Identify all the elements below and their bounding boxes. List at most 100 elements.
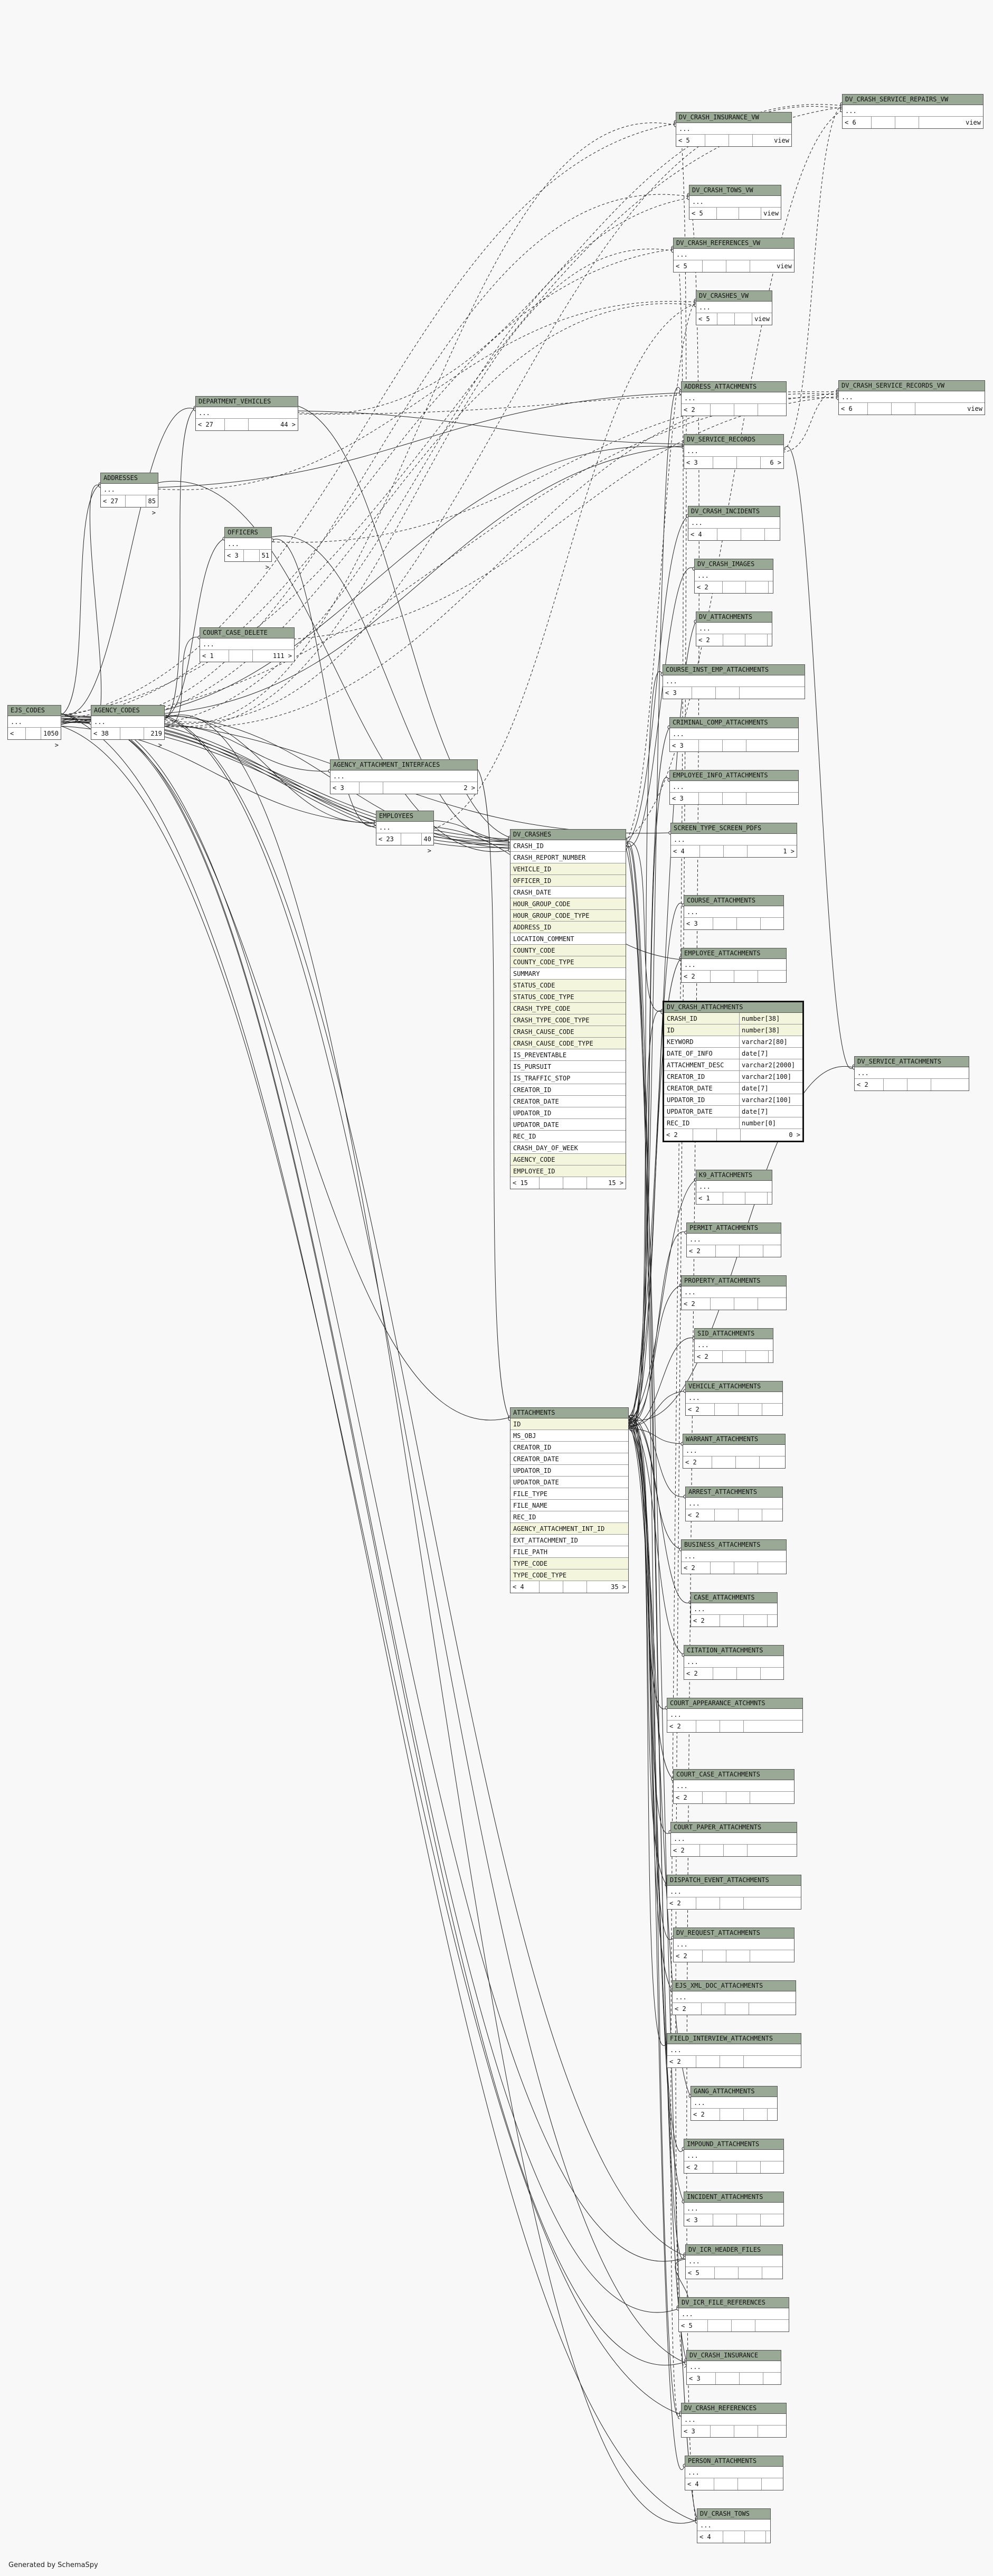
- relationship-line: [628, 1231, 687, 1423]
- table-name: EJS_CODES: [8, 706, 61, 716]
- relationship-line: [628, 957, 682, 1418]
- count-cell: [715, 1509, 739, 1521]
- table-impound-attachments[interactable]: IMPOUND_ATTACHMENTS...< 2: [684, 2139, 784, 2174]
- count-cell: [745, 634, 768, 646]
- column-name: ...: [694, 1605, 705, 1613]
- column-row: ...: [689, 196, 781, 208]
- table-dv-service-attachments[interactable]: DV_SERVICE_ATTACHMENTS...< 2: [854, 1056, 969, 1091]
- column-name: CREATOR_DATE: [513, 1098, 559, 1105]
- count-cell: [120, 728, 144, 739]
- table-criminal-comp-attachments[interactable]: CRIMINAL_COMP_ATTACHMENTS...< 3: [669, 717, 799, 752]
- table-address-attachments[interactable]: ADDRESS_ATTACHMENTS...< 2: [681, 381, 787, 416]
- count-cell: [723, 581, 746, 593]
- count-cell: < 5: [686, 2267, 715, 2279]
- table-k9-attachments[interactable]: K9_ATTACHMENTS...< 1: [696, 1170, 772, 1205]
- table-permit-attachments[interactable]: PERMIT_ATTACHMENTS...< 2: [686, 1223, 781, 1257]
- count-cell: [720, 2109, 744, 2120]
- table-dv-crash-references[interactable]: DV_CRASH_REFERENCES...< 3: [681, 2403, 787, 2438]
- column-type: date[7]: [739, 1083, 800, 1094]
- table-sid-attachments[interactable]: SID_ATTACHMENTS...< 2: [694, 1328, 773, 1363]
- relationship-line: [164, 714, 697, 2524]
- column-row: AGENCY_CODE: [510, 1154, 626, 1165]
- table-counts: < 2: [686, 1404, 782, 1415]
- table-court-appearance-attchmnts[interactable]: COURT_APPEARANCE_ATCHMNTS...< 2: [667, 1698, 803, 1733]
- table-counts: < 2: [691, 2109, 777, 2120]
- table-person-attachments[interactable]: PERSON_ATTACHMENTS...< 4: [685, 2456, 783, 2490]
- table-warrant-attachments[interactable]: WARRANT_ATTACHMENTS...< 2: [683, 1434, 786, 1469]
- table-dv-crash-incidents[interactable]: DV_CRASH_INCIDENTS...< 4: [688, 506, 780, 541]
- count-cell: [761, 2161, 783, 2173]
- table-counts: < 2: [682, 1298, 786, 1310]
- table-course-inst-emp-attachments[interactable]: COURSE_INST_EMP_ATTACHMENTS...< 3: [663, 664, 805, 699]
- table-court-case-attachments[interactable]: COURT_CASE_ATTACHMENTS...< 2: [673, 1769, 795, 1804]
- count-cell: [700, 845, 724, 857]
- table-dv-icr-file-references[interactable]: DV_ICR_FILE_REFERENCES...< 5: [678, 2297, 789, 2332]
- table-vehicle-attachments[interactable]: VEHICLE_ATTACHMENTS...< 2: [685, 1381, 783, 1416]
- column-name: REC_ID: [513, 1133, 536, 1140]
- column-row: ...: [330, 770, 477, 782]
- column-row: UPDATOR_DATE: [510, 1477, 628, 1488]
- table-case-attachments[interactable]: CASE_ATTACHMENTS...< 2: [691, 1592, 778, 1627]
- table-incident-attachments[interactable]: INCIDENT_ATTACHMENTS...< 3: [684, 2192, 784, 2226]
- column-name: ATTACHMENT_DESC: [667, 1061, 724, 1069]
- relationship-line: [164, 249, 674, 727]
- count-cell: [740, 687, 805, 699]
- column-name: EXT_ATTACHMENT_ID: [513, 1537, 578, 1544]
- count-cell: [758, 404, 786, 416]
- table-property-attachments[interactable]: PROPERTY_ATTACHMENTS...< 2: [681, 1275, 787, 1310]
- table-business-attachments[interactable]: BUSINESS_ATTACHMENTS...< 2: [681, 1539, 787, 1574]
- table-dv-attachments[interactable]: DV_ATTACHMENTS...< 2: [696, 612, 772, 646]
- column-row: ...: [684, 1656, 783, 1668]
- table-citation-attachments[interactable]: CITATION_ATTACHMENTS...< 2: [684, 1645, 784, 1680]
- count-cell: [724, 845, 748, 857]
- table-employee-attachments[interactable]: EMPLOYEE_ATTACHMENTS...< 2: [681, 948, 787, 983]
- table-dv-request-attachments[interactable]: DV_REQUEST_ATTACHMENTS...< 2: [673, 1928, 795, 1962]
- table-dv-crash-tows[interactable]: DV_CRASH_TOWS...< 4: [697, 2508, 771, 2543]
- table-gang-attachments[interactable]: GANG_ATTACHMENTS...< 2: [691, 2086, 778, 2121]
- table-dv-crash-images[interactable]: DV_CRASH_IMAGES...< 2: [694, 559, 773, 594]
- table-counts: < 2: [667, 1897, 801, 1909]
- column-row: ...: [200, 638, 294, 650]
- table-employee-info-attachments[interactable]: EMPLOYEE_INFO_ATTACHMENTS...< 3: [669, 770, 799, 805]
- count-cell: view: [774, 137, 789, 144]
- table-ejs-codes[interactable]: EJS_CODES...<1050 >: [7, 705, 61, 749]
- table-counts: < 2: [667, 2056, 801, 2067]
- table-ejs-xml-doc-attachments[interactable]: EJS_XML_DOC_ATTACHMENTS...< 2: [672, 1980, 796, 2015]
- column-row: EXT_ATTACHMENT_ID: [510, 1535, 628, 1546]
- count-cell: [741, 529, 765, 540]
- column-row: ...: [671, 1833, 797, 1845]
- table-arrest-attachments[interactable]: ARREST_ATTACHMENTS...< 2: [685, 1487, 783, 1521]
- table-court-paper-attachments[interactable]: COURT_PAPER_ATTACHMENTS...< 2: [670, 1822, 797, 1857]
- table-field-interview-attachments[interactable]: FIELD_INTERVIEW_ATTACHMENTS...< 2: [667, 2033, 801, 2068]
- table-dv-crash-insurance[interactable]: DV_CRASH_INSURANCE...< 3: [686, 2350, 781, 2385]
- relationship-line: [686, 194, 699, 2524]
- table-course-attachments[interactable]: COURSE_ATTACHMENTS...< 3: [684, 895, 784, 930]
- count-cell: [713, 1668, 737, 1679]
- count-cell: [760, 1456, 785, 1468]
- table-dispatch-event-attachments[interactable]: DISPATCH_EVENT_ATTACHMENTS...< 2: [667, 1875, 801, 1910]
- relationship-line: [628, 1338, 695, 1426]
- count-cell: < 2: [695, 581, 723, 593]
- table-dv-icr-header-files[interactable]: DV_ICR_HEADER_FILES...< 5: [685, 2244, 783, 2279]
- relationship-line: [626, 567, 695, 847]
